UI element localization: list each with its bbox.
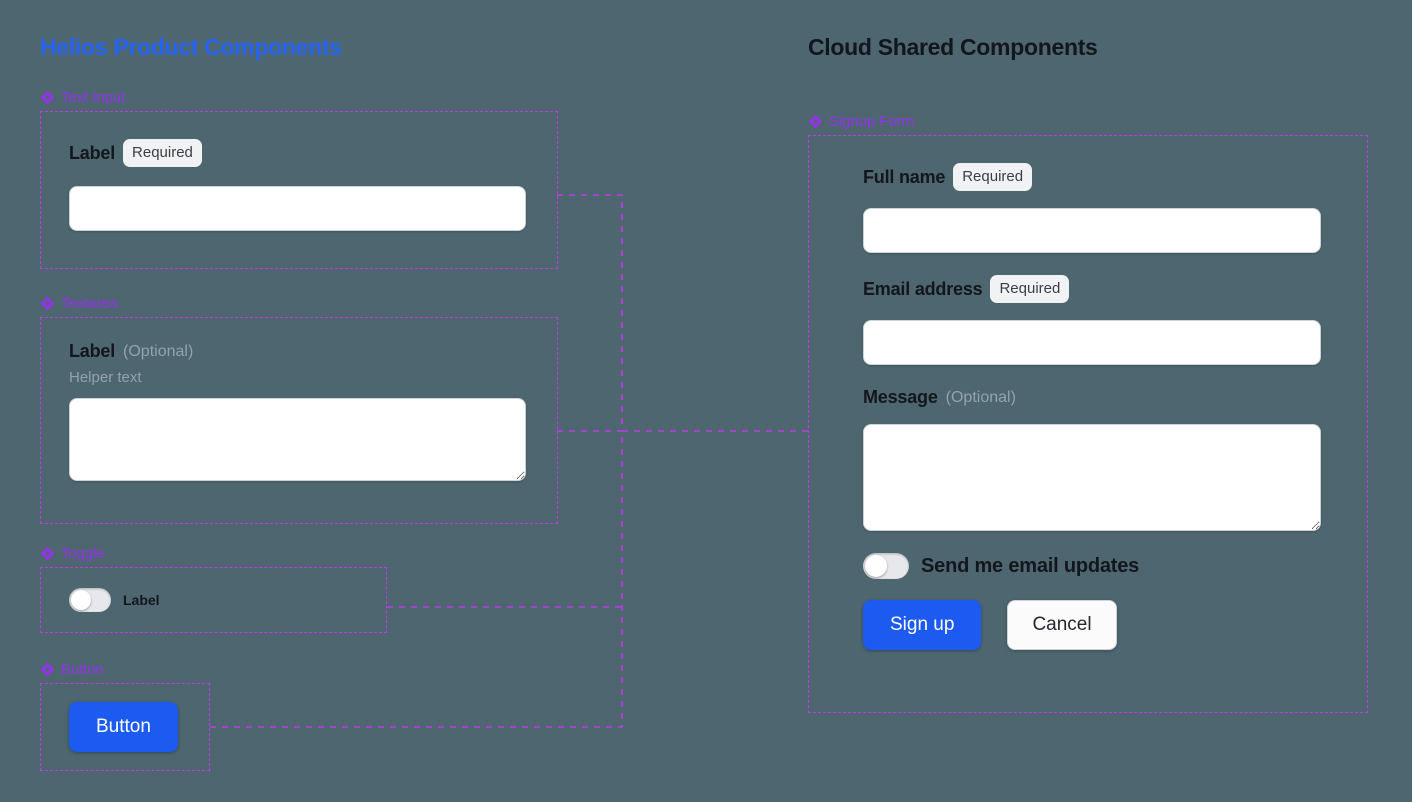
text-input-label-row: Label Required — [69, 139, 529, 167]
layers-icon — [808, 114, 823, 128]
email-updates-toggle-row: Send me email updates — [863, 553, 1313, 579]
section-box-signup-form: Full name Required Email address Require… — [808, 135, 1368, 713]
connector-text-input — [557, 194, 623, 431]
email-address-label-row: Email address Required — [863, 275, 1313, 303]
section-tag-signup-form: Signup Form — [808, 112, 1368, 130]
section-tag-toggle: Toggle — [40, 544, 387, 562]
section-signup-form: Signup Form Full name Required Email add… — [808, 112, 1368, 713]
textarea-field[interactable] — [69, 398, 526, 481]
textarea-optional-text: (Optional) — [123, 342, 194, 360]
section-tag-label: Signup Form — [829, 112, 914, 130]
email-address-input[interactable] — [863, 320, 1321, 365]
section-box-textarea: Label (Optional) Helper text — [40, 317, 558, 524]
textarea-label-row: Label (Optional) — [69, 341, 529, 362]
required-badge: Required — [953, 163, 1033, 191]
email-updates-label: Send me email updates — [921, 554, 1140, 577]
message-textarea[interactable] — [863, 424, 1321, 531]
section-tag-label: Button — [61, 660, 104, 678]
toggle-row: Label — [69, 588, 160, 612]
section-tag-text-input: Text Input — [40, 88, 558, 106]
email-updates-toggle[interactable] — [863, 553, 909, 579]
layers-icon — [40, 90, 55, 104]
toggle-label: Label — [123, 592, 160, 608]
message-label-row: Message (Optional) — [863, 387, 1313, 408]
section-box-button: Button — [40, 683, 210, 771]
cancel-button[interactable]: Cancel — [1007, 600, 1117, 650]
full-name-label: Full name — [863, 166, 946, 187]
section-tag-textarea: Textarea — [40, 294, 558, 312]
message-optional-text: (Optional) — [945, 388, 1016, 406]
demo-button[interactable]: Button — [69, 702, 178, 752]
toggle-switch[interactable] — [69, 588, 111, 612]
left-column-title: Helios Product Components — [40, 34, 342, 60]
sign-up-button[interactable]: Sign up — [863, 600, 982, 650]
toggle-knob — [71, 590, 91, 610]
section-tag-button: Button — [40, 660, 210, 678]
section-textarea: Textarea Label (Optional) Helper text — [40, 294, 558, 524]
section-box-text-input: Label Required — [40, 111, 558, 269]
section-box-toggle: Label — [40, 567, 387, 633]
section-text-input: Text Input Label Required — [40, 88, 558, 269]
textarea-helper-text: Helper text — [69, 369, 142, 386]
right-column-title: Cloud Shared Components — [808, 34, 1098, 60]
full-name-label-row: Full name Required — [863, 163, 1313, 191]
full-name-input[interactable] — [863, 208, 1321, 253]
section-tag-label: Toggle — [61, 544, 105, 562]
section-tag-label: Textarea — [61, 294, 118, 312]
layers-icon — [40, 662, 55, 676]
required-badge: Required — [990, 275, 1070, 303]
email-address-label: Email address — [863, 278, 983, 299]
layers-icon — [40, 296, 55, 310]
section-tag-label: Text Input — [61, 88, 126, 106]
textarea-label: Label — [69, 341, 116, 361]
message-label: Message — [863, 387, 938, 407]
section-button: Button Button — [40, 660, 210, 771]
toggle-knob — [865, 555, 887, 577]
required-badge: Required — [123, 139, 202, 167]
signup-actions-row: Sign up Cancel — [863, 600, 1313, 650]
layers-icon — [40, 546, 55, 560]
section-toggle: Toggle Label — [40, 544, 387, 633]
text-input-label: Label — [69, 142, 116, 163]
text-input-field[interactable] — [69, 186, 526, 231]
